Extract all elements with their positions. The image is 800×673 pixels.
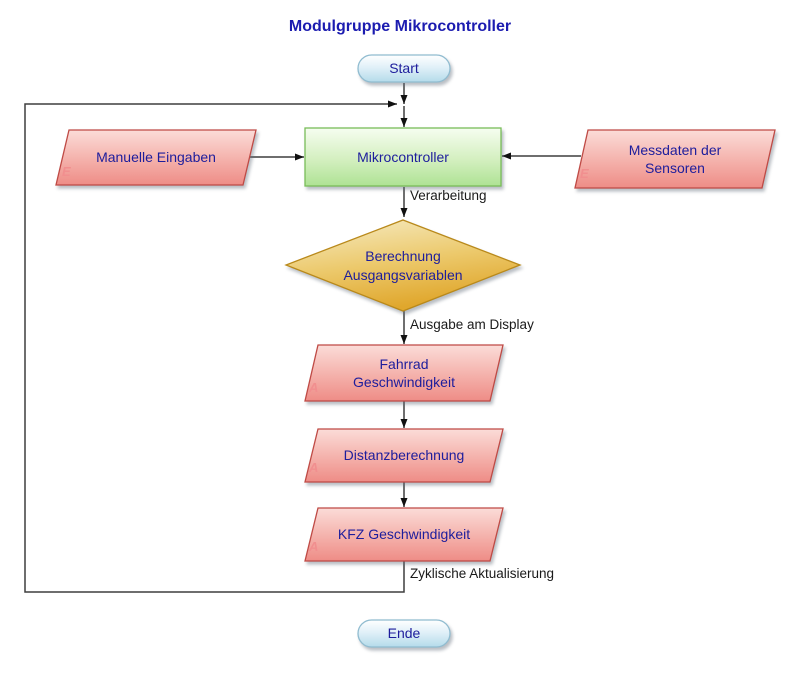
ende-node-shape xyxy=(357,619,451,648)
feedback-loop-connector xyxy=(24,100,405,593)
fahrrad-geschwindigkeit-label: Fahrrad Geschwindigkeit xyxy=(353,355,455,390)
manuelle-eingaben-marker: E xyxy=(62,164,71,179)
edge-label-verarbeitung: Verarbeitung xyxy=(410,188,487,203)
kfz-geschwindigkeit-label: KFZ Geschwindigkeit xyxy=(337,526,471,543)
distanzberechnung-marker: A xyxy=(309,460,319,475)
manuelle-eingaben-node-shape xyxy=(55,129,257,186)
page-title: Modulgruppe Mikrocontroller xyxy=(288,18,512,35)
edge-label-ausgabe-am-display: Ausgabe am Display xyxy=(410,317,534,332)
distanzberechnung-node-shape xyxy=(304,428,504,483)
start-node-shape xyxy=(357,54,451,83)
mikrocontroller-node-shape xyxy=(304,127,502,187)
messdaten-sensoren-node-shape xyxy=(574,129,776,189)
distanzberechnung-label: Distanzberechnung xyxy=(343,447,465,464)
berechnung-decision-shape xyxy=(284,219,522,312)
fahrrad-geschwindigkeit-marker: A xyxy=(309,380,319,395)
start-node-label: Start xyxy=(389,60,419,77)
edge-label-zyklische-aktualisierung: Zyklische Aktualisierung xyxy=(410,566,555,581)
fahrrad-geschwindigkeit-node-shape xyxy=(304,344,504,402)
messdaten-sensoren-marker: E xyxy=(580,166,589,181)
messdaten-sensoren-label: Messdaten der Sensoren xyxy=(628,141,722,176)
mikrocontroller-label: Mikrocontroller xyxy=(357,148,449,165)
berechnung-label: Berechnung Ausgangsvariablen xyxy=(343,248,463,283)
ende-node-label: Ende xyxy=(387,625,421,642)
manuelle-eingaben-label: Manuelle Eingaben xyxy=(96,149,216,166)
kfz-geschwindigkeit-marker: A xyxy=(309,539,319,554)
kfz-geschwindigkeit-node-shape xyxy=(304,507,504,562)
